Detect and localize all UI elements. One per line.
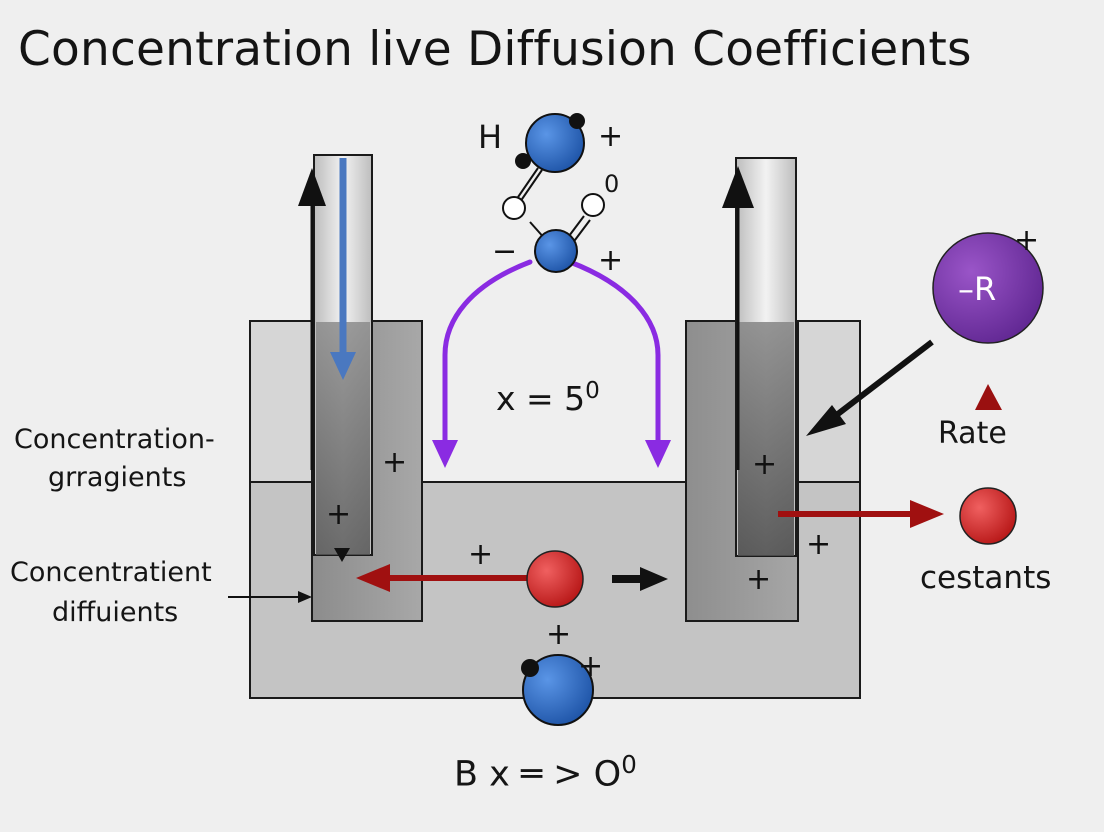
purple-arrowhead-left: [432, 440, 458, 468]
small-down-arrow: [334, 548, 350, 562]
left-upper-label-line2: grragients: [48, 462, 187, 493]
blue-particle-bottom: [521, 654, 594, 726]
rate-triangle: [975, 384, 1002, 410]
bottom-equation: B x ═ > O0: [454, 750, 637, 795]
black-dot-2: [515, 153, 531, 169]
plus-sign-right-tube: +: [752, 447, 778, 482]
left-lower-label-line2: diffuients: [52, 597, 179, 628]
red-arrow-right: [778, 500, 944, 528]
purple-flow-arrows: [442, 259, 661, 443]
blue-atom-center: [534, 229, 578, 273]
purple-ion: [932, 232, 1044, 344]
blue-flow-arrow: [330, 158, 356, 380]
middle-equation-text: x = 5: [496, 379, 586, 418]
upward-arrow-left: [298, 168, 326, 470]
red-particle-center: [526, 550, 584, 608]
minus-sign-mid-left: −: [492, 234, 518, 269]
bottom-equation-sup: 0: [621, 750, 637, 779]
left-upper-label-line1: Concentration-: [14, 424, 215, 455]
cestants-label: cestants: [920, 560, 1052, 596]
plus-sign-mid-right: +: [598, 243, 624, 278]
upward-arrow-right: [722, 166, 754, 470]
red-arrow-left: [356, 564, 530, 592]
plus-sign-left-tube: +: [326, 497, 352, 532]
plus-sign-top-right: +: [598, 119, 624, 154]
plus-sign-bottom: +: [546, 617, 572, 652]
black-right-arrow: [612, 567, 668, 591]
ion-r-label: –R: [958, 270, 997, 308]
plus-sign-bottom-particle: +: [578, 649, 604, 684]
left-lower-label-line1: Concentratient: [10, 557, 212, 588]
plus-sign-right-outer: +: [806, 527, 832, 562]
plus-sign-left-chamber-top: +: [382, 445, 408, 480]
oxygen-ring-left: [502, 196, 526, 220]
plus-sign-right-chamber: +: [746, 562, 772, 597]
plus-sign-ion: +: [1014, 223, 1040, 258]
rate-label: Rate: [938, 416, 1007, 451]
blue-atom-top: [525, 113, 585, 173]
oxygen-ring-right: [581, 193, 605, 217]
middle-equation-sup: 0: [585, 378, 600, 404]
diagram-title: Concentration live Diffusion Coefficient…: [18, 22, 972, 77]
black-arrow-to-right-tube: [806, 339, 934, 436]
molecule-o-superscript: 0: [604, 170, 620, 198]
label-pointer-arrow: [228, 591, 312, 603]
right-chamber: [685, 157, 799, 622]
left-chamber: [311, 154, 423, 622]
purple-arrowhead-right: [645, 440, 671, 468]
middle-equation: x = 50: [496, 378, 600, 418]
bottom-equation-text: B x ═ > O: [454, 754, 622, 795]
plus-sign-center: +: [468, 537, 494, 572]
top-molecule: [502, 113, 605, 273]
red-particle-right: [959, 487, 1017, 545]
black-dot-1: [569, 113, 585, 129]
molecule-h-label: H: [478, 118, 503, 156]
